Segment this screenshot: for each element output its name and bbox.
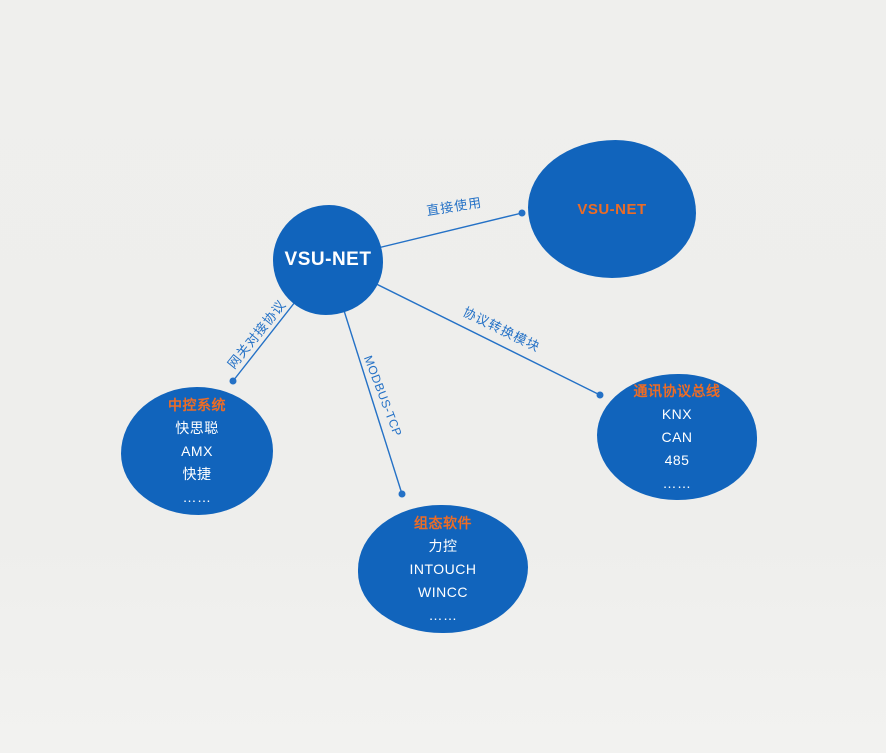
node-central-control-system: 中控系统 快思聪 AMX 快捷 ……	[121, 387, 273, 515]
node-item: INTOUCH	[409, 560, 477, 577]
edge-endpoint-dot-gateway	[229, 377, 237, 385]
node-item-ellipsis: ……	[428, 606, 458, 623]
node-title: 组态软件	[414, 514, 472, 531]
edge-endpoint-dot-direct-use	[518, 209, 526, 217]
edge-endpoint-dot-conversion	[596, 391, 604, 399]
node-scada-software: 组态软件 力控 INTOUCH WINCC ……	[358, 505, 528, 633]
hub-label: VSU-NET	[284, 249, 372, 270]
node-vsu-net-hub: VSU-NET	[273, 205, 383, 315]
node-title: 中控系统	[168, 396, 226, 413]
node-item: WINCC	[418, 583, 468, 600]
node-item: KNX	[661, 405, 693, 422]
node-item: 485	[664, 451, 690, 468]
node-item-ellipsis: ……	[182, 488, 212, 505]
node-item: 力控	[428, 537, 458, 554]
node-title: VSU-NET	[577, 200, 647, 218]
node-vsu-net-direct: VSU-NET	[528, 140, 696, 278]
node-protocol-bus: 通讯协议总线 KNX CAN 485 ……	[597, 374, 757, 500]
node-item: AMX	[181, 442, 213, 459]
edge-endpoint-dot-modbus	[398, 490, 406, 498]
node-title: 通讯协议总线	[633, 382, 721, 399]
node-item: 快捷	[182, 465, 212, 482]
node-item: 快思聪	[175, 419, 219, 436]
node-item-ellipsis: ……	[662, 474, 692, 491]
node-item: CAN	[661, 428, 693, 445]
